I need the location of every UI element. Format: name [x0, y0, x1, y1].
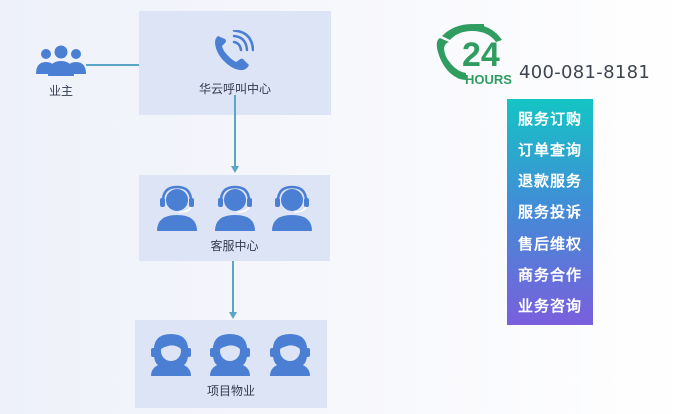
- headset-agent-icon: [272, 185, 312, 231]
- service-order[interactable]: 服务订购: [517, 110, 582, 129]
- hotline-phone-number: 400-081-8181: [519, 62, 651, 83]
- logo-text: HOURS: [465, 72, 512, 87]
- property-label: 项目物业: [206, 384, 255, 398]
- service-complaint[interactable]: 服务投诉: [517, 203, 582, 222]
- headset-female-agent-icon: [151, 334, 191, 376]
- order-query[interactable]: 订单查询: [517, 141, 582, 160]
- group-icon: [36, 45, 86, 76]
- connector-service-property: [232, 261, 234, 312]
- business-inquiry[interactable]: 业务咨询: [517, 296, 582, 315]
- services-menu: 服务订购 订单查询 退款服务 服务投诉 售后维权 商务合作 业务咨询: [507, 99, 593, 325]
- after-sales-rights[interactable]: 售后维权: [517, 234, 582, 253]
- phone-icon: [215, 30, 254, 71]
- hotline-24-hours-logo: 24 HOURS: [436, 24, 512, 87]
- business-cooperation[interactable]: 商务合作: [517, 265, 582, 284]
- headset-agent-icon: [215, 185, 255, 231]
- arrow-down-icon: [231, 166, 239, 173]
- headset-female-agent-icon: [210, 334, 250, 376]
- headset-female-agent-icon: [270, 334, 310, 376]
- owner-label: 业主: [48, 84, 73, 98]
- headset-agent-icon: [157, 185, 197, 231]
- connector-call-service: [234, 95, 236, 166]
- arrow-down-icon: [229, 312, 237, 319]
- call-center-label: 华云呼叫中心: [198, 82, 271, 96]
- refund-service[interactable]: 退款服务: [517, 172, 582, 191]
- logo-number: 24: [462, 36, 500, 74]
- service-center-label: 客服中心: [210, 239, 259, 253]
